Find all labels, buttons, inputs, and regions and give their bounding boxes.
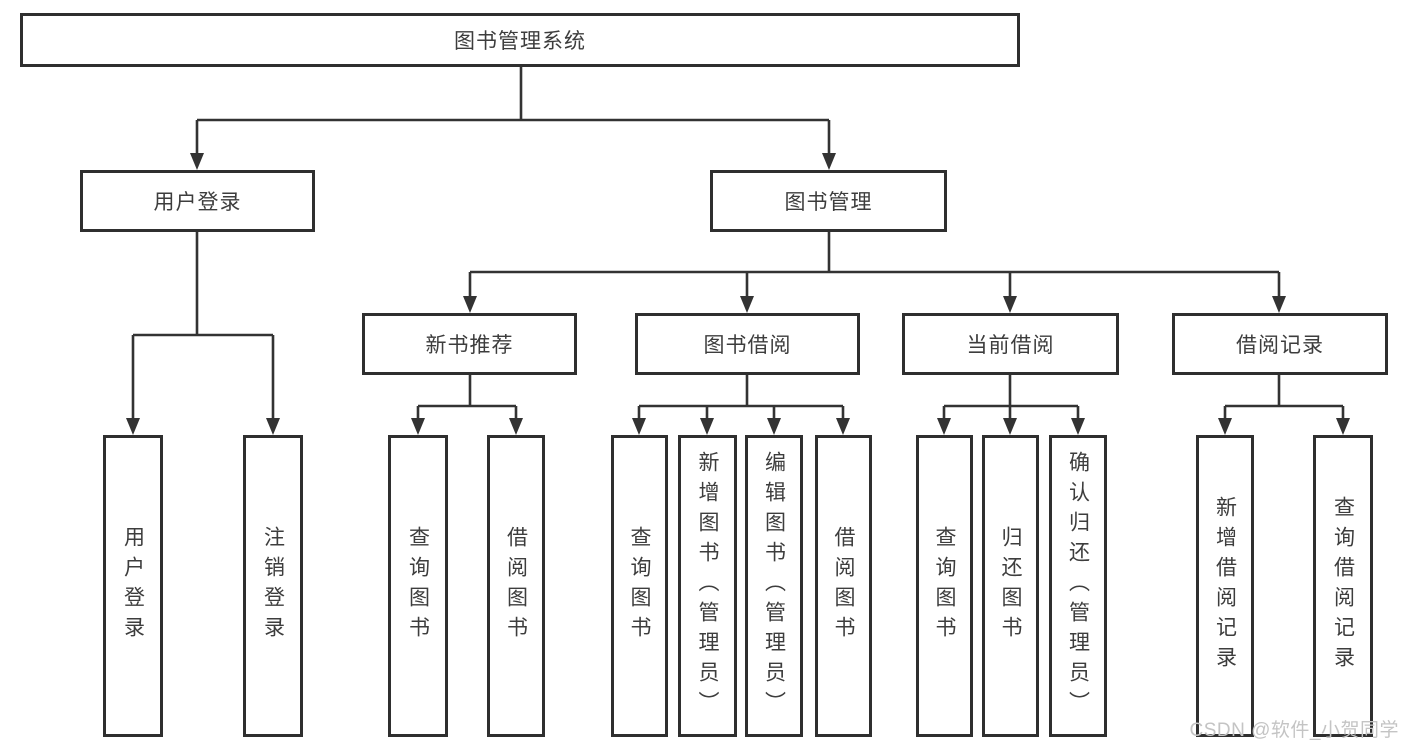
- node-book-management-label: 图书管理: [784, 191, 873, 214]
- leaf-query-borrow-record-label: 查询借阅记录: [1331, 496, 1355, 676]
- leaf-user-login-label: 用户登录: [121, 526, 145, 646]
- leaf-query-books-recommend-label: 查询图书: [406, 526, 430, 646]
- leaf-borrow-books-borrowing-label: 借阅图书: [832, 526, 855, 646]
- leaf-query-books-current: 查询图书: [916, 435, 973, 737]
- leaf-query-books-borrowing-label: 查询图书: [628, 526, 651, 646]
- node-borrowing-records: 借阅记录: [1172, 313, 1388, 375]
- node-book-borrowing: 图书借阅: [635, 313, 860, 375]
- leaf-add-book-admin: 新增图书（管理员）: [678, 435, 737, 737]
- node-user-login-label: 用户登录: [153, 191, 242, 214]
- node-current-borrowing-label: 当前借阅: [966, 334, 1055, 357]
- leaf-add-book-admin-label: 新增图书（管理员）: [696, 451, 719, 721]
- leaf-query-books-recommend: 查询图书: [388, 435, 448, 737]
- node-current-borrowing: 当前借阅: [902, 313, 1119, 375]
- leaf-borrow-books-borrowing: 借阅图书: [815, 435, 872, 737]
- leaf-return-book: 归还图书: [982, 435, 1039, 737]
- leaf-query-books-borrowing: 查询图书: [611, 435, 668, 737]
- leaf-return-book-label: 归还图书: [999, 526, 1022, 646]
- leaf-confirm-return-admin: 确认归还（管理员）: [1049, 435, 1107, 737]
- node-book-borrowing-label: 图书借阅: [703, 334, 792, 357]
- node-book-management: 图书管理: [710, 170, 947, 232]
- leaf-user-login: 用户登录: [103, 435, 163, 737]
- leaf-logout-label: 注销登录: [261, 526, 285, 646]
- node-new-book-recommend: 新书推荐: [362, 313, 577, 375]
- leaf-edit-book-admin-label: 编辑图书（管理员）: [762, 451, 786, 721]
- leaf-borrow-books-recommend: 借阅图书: [487, 435, 545, 737]
- leaf-edit-book-admin: 编辑图书（管理员）: [745, 435, 803, 737]
- leaf-query-books-current-label: 查询图书: [933, 526, 956, 646]
- leaf-query-borrow-record: 查询借阅记录: [1313, 435, 1373, 737]
- node-new-book-recommend-label: 新书推荐: [425, 334, 514, 357]
- leaf-borrow-books-recommend-label: 借阅图书: [504, 526, 528, 646]
- node-root-label: 图书管理系统: [454, 30, 586, 53]
- leaf-add-borrow-record: 新增借阅记录: [1196, 435, 1254, 737]
- node-user-login: 用户登录: [80, 170, 315, 232]
- leaf-logout: 注销登录: [243, 435, 303, 737]
- tree-edges: [131, 67, 1345, 419]
- leaf-confirm-return-admin-label: 确认归还（管理员）: [1066, 451, 1090, 721]
- node-borrowing-records-label: 借阅记录: [1236, 334, 1324, 357]
- leaf-add-borrow-record-label: 新增借阅记录: [1213, 496, 1237, 676]
- csdn-watermark: CSDN @软件_小贺同学: [1189, 720, 1399, 741]
- node-root: 图书管理系统: [20, 13, 1020, 67]
